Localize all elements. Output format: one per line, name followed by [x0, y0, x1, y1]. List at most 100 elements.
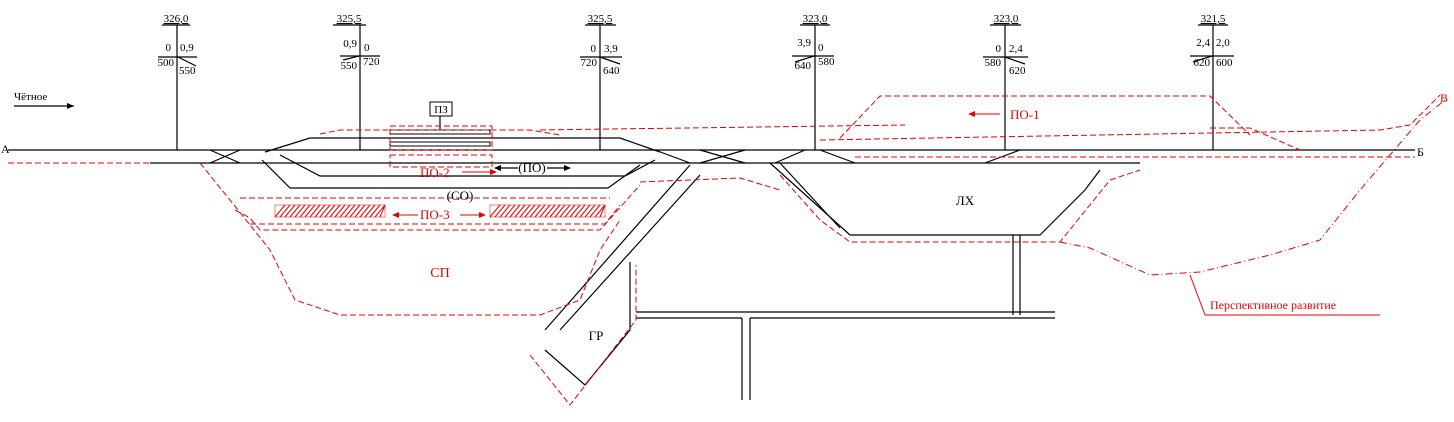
profile-post-6: 321,5 2,4 2,0 620 600: [1190, 13, 1234, 150]
hatch-line: [274, 204, 286, 218]
hatch-line: [339, 204, 351, 218]
len-left: 500: [158, 57, 175, 69]
len-right: 580: [818, 56, 835, 68]
hatch-line: [304, 204, 316, 218]
km-label: 326,0: [164, 13, 189, 25]
len-left: 550: [341, 60, 358, 72]
pz-label: ПЗ: [434, 104, 448, 116]
hatch-line: [299, 204, 311, 218]
po-label: (ПО): [518, 160, 545, 175]
km-label: 323,0: [803, 13, 828, 25]
len-right: 640: [603, 65, 620, 77]
hatch-line: [354, 204, 366, 218]
station-a: А: [1, 142, 10, 156]
hatch-line: [584, 204, 596, 218]
hatch-line: [534, 204, 546, 218]
hatch-line: [369, 204, 381, 218]
profile-post-2: 325,5 0,9 0 550 720: [333, 13, 380, 150]
len-left: 640: [795, 60, 812, 72]
existing-tracks: ПЗ ГР ЛХ: [8, 101, 1415, 400]
profile-post-4: 323,0 3,9 0 640 580: [792, 13, 835, 150]
sp-label: СП: [430, 266, 449, 281]
len-left: 620: [1194, 57, 1211, 69]
red-labels: ПО-1 ПО-2 (ПО) (СО) ПО-3 СП: [392, 107, 1040, 281]
km-label: 323,0: [994, 13, 1019, 25]
hatch-line: [324, 204, 336, 218]
hatch-line: [379, 204, 386, 218]
hatch-line: [284, 204, 296, 218]
hatch-line: [564, 204, 576, 218]
hatch-line: [519, 204, 531, 218]
len-right: 550: [179, 65, 196, 77]
hatch-line: [319, 204, 331, 218]
perspective-label: Перспективное развитие: [1210, 298, 1336, 312]
hatch-line: [524, 204, 536, 218]
planned-tracks: Перспективное развитие: [8, 94, 1446, 406]
hatch-line: [279, 204, 291, 218]
po2-label: ПО-2: [420, 165, 450, 180]
lh-label: ЛХ: [956, 193, 975, 208]
hatch-line: [359, 204, 371, 218]
hatch-line: [529, 204, 541, 218]
hatch-line: [309, 204, 321, 218]
hatch-line: [589, 204, 601, 218]
hatch-line: [349, 204, 361, 218]
grade-left: 0: [591, 43, 597, 55]
hatch-line: [344, 204, 356, 218]
so-label: (СО): [447, 188, 474, 203]
km-label: 325,5: [588, 13, 613, 25]
grade-left: 3,9: [797, 37, 811, 49]
hatch-line: [539, 204, 551, 218]
grade-left: 0,9: [343, 38, 357, 50]
len-left: 580: [985, 57, 1002, 69]
profile-post-3: 325,5 0 3,9 720 640: [580, 13, 622, 150]
hatch-line: [599, 204, 606, 218]
hatch-line: [579, 204, 591, 218]
hatch-line: [294, 204, 306, 218]
grade-right: 0: [364, 42, 370, 54]
km-label: 325,5: [337, 13, 362, 25]
hatch-line: [569, 204, 581, 218]
hatch-line: [329, 204, 341, 218]
grade-left: 0: [166, 42, 172, 54]
hatch-line: [514, 204, 526, 218]
hatch-line: [489, 204, 501, 218]
gr-label: ГР: [589, 328, 604, 343]
hatch-line: [559, 204, 571, 218]
len-left: 720: [581, 57, 598, 69]
grade-right: 2,4: [1009, 43, 1023, 55]
po3-hatch: [274, 204, 606, 218]
grade-left: 2,4: [1196, 37, 1210, 49]
hatch-line: [549, 204, 561, 218]
station-v: В: [1440, 91, 1448, 105]
hatch-line: [509, 204, 521, 218]
len-right: 600: [1216, 57, 1233, 69]
len-right: 620: [1009, 65, 1026, 77]
grade-right: 3,9: [604, 43, 618, 55]
hatch-line: [574, 204, 586, 218]
hatch-line: [494, 204, 506, 218]
hatch-line: [554, 204, 566, 218]
grade-right: 0: [818, 42, 824, 54]
hatch-line: [504, 204, 516, 218]
grade-right: 0,9: [180, 42, 194, 54]
station-b: Б: [1417, 145, 1424, 159]
hatch-line: [544, 204, 556, 218]
hatch-line: [499, 204, 511, 218]
direction-label: Чётное: [14, 91, 47, 103]
hatch-line: [334, 204, 346, 218]
arrow-right-icon: [67, 103, 74, 109]
profile-post-1: 326,0 0 0,9 500 550: [158, 13, 197, 150]
po3-label: ПО-3: [420, 207, 450, 222]
direction-indicator: Чётное: [14, 91, 74, 109]
len-right: 720: [363, 56, 380, 68]
po1-label: ПО-1: [1010, 107, 1040, 122]
hatch-line: [374, 204, 386, 218]
grade-right: 2,0: [1216, 37, 1230, 49]
profile-post-5: 323,0 0 2,4 580 620: [983, 13, 1028, 150]
hatch-line: [364, 204, 376, 218]
hatch-line: [289, 204, 301, 218]
hatch-line: [594, 204, 606, 218]
hatch-line: [314, 204, 326, 218]
